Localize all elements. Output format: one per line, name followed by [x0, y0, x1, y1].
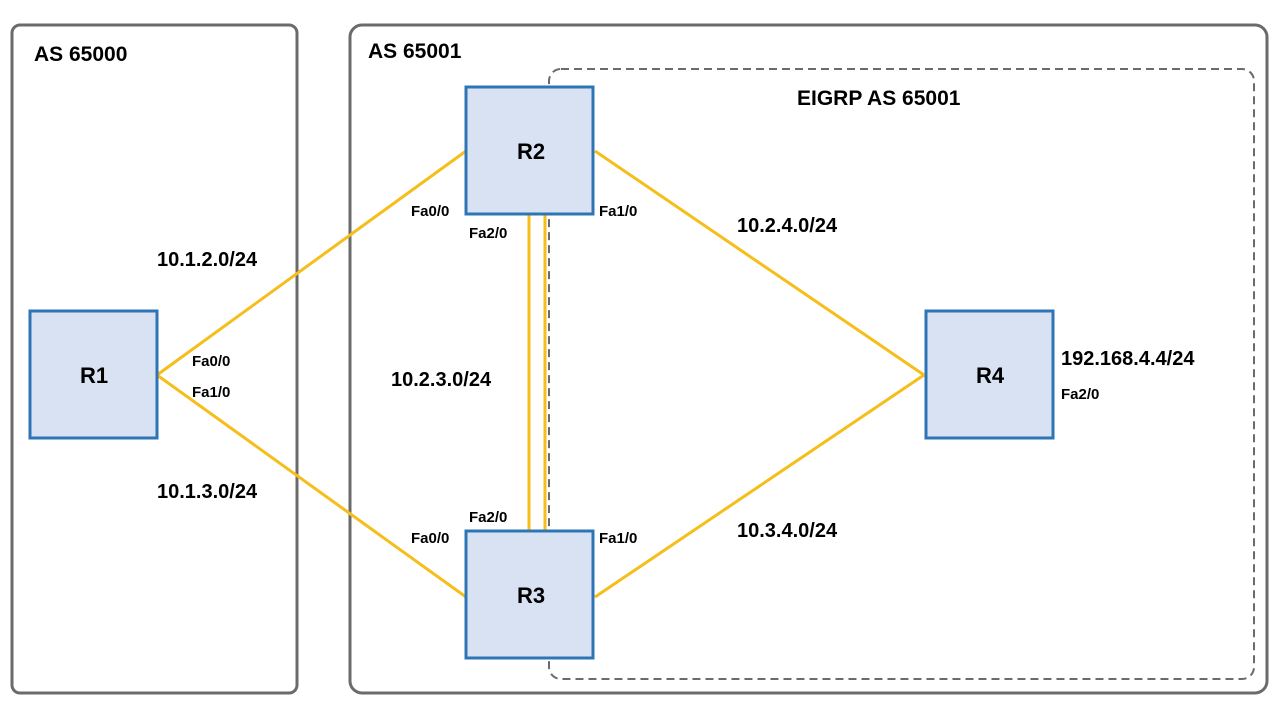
- eigrp-label: EIGRP AS 65001: [797, 87, 961, 110]
- subnet-r2-r4-label: 10.2.4.0/24: [737, 215, 838, 237]
- router-r1-label: R1: [80, 363, 108, 388]
- subnet-r3-r4-label: 10.3.4.0/24: [737, 520, 838, 542]
- subnet-r4-lan-label: 192.168.4.4/24: [1061, 348, 1195, 370]
- router-r4[interactable]: R4: [924, 309, 1055, 440]
- r3-fa0-label: Fa0/0: [411, 530, 449, 547]
- r3-fa1-label: Fa1/0: [599, 530, 637, 547]
- r2-fa2-label: Fa2/0: [469, 225, 507, 242]
- r1-fa1-label: Fa1/0: [192, 384, 230, 401]
- r3-fa2-label: Fa2/0: [469, 509, 507, 526]
- link-r3-r4: [594, 373, 925, 599]
- router-r2-label: R2: [517, 139, 545, 164]
- router-r3[interactable]: R3: [464, 529, 595, 660]
- r4-fa2-label: Fa2/0: [1061, 386, 1099, 403]
- router-r2[interactable]: R2: [464, 85, 595, 216]
- r2-fa1-label: Fa1/0: [599, 203, 637, 220]
- subnet-r1-r3-label: 10.1.3.0/24: [157, 481, 258, 503]
- r2-fa0-label: Fa0/0: [411, 203, 449, 220]
- link-r1-r2: [156, 149, 467, 377]
- as-65001-label: AS 65001: [368, 40, 462, 63]
- link-r1-r3: [156, 373, 467, 599]
- eigrp-region: [548, 68, 1255, 680]
- as-65000-label: AS 65000: [34, 43, 127, 66]
- r1-fa0-label: Fa0/0: [192, 353, 230, 370]
- subnet-r1-r2-label: 10.1.2.0/24: [157, 249, 258, 271]
- router-r3-label: R3: [517, 583, 545, 608]
- link-r2-r4: [594, 149, 925, 377]
- router-r1[interactable]: R1: [28, 309, 159, 440]
- router-r4-label: R4: [976, 363, 1005, 388]
- subnet-r2-r3-label: 10.2.3.0/24: [391, 369, 492, 391]
